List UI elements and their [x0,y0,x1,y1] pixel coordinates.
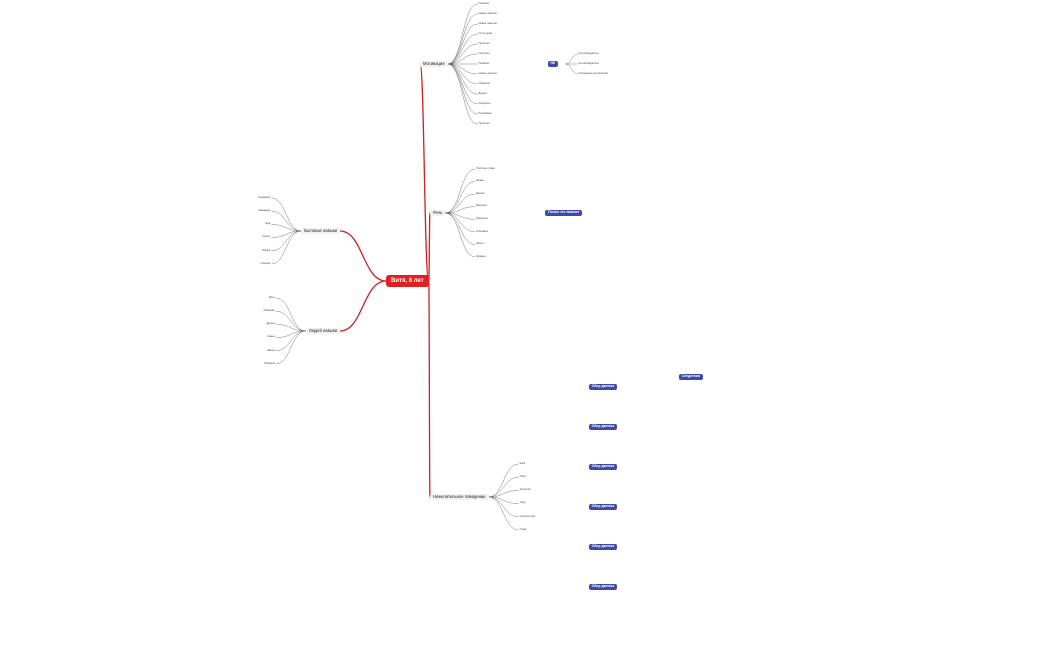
child-node: Стереотипии [519,514,536,518]
tag-pill: Понял что лишнее [545,210,583,216]
child-node: Друзья [266,322,275,326]
child-connector [445,193,476,214]
branch-connector-4 [339,280,387,332]
child-connector [447,63,478,105]
tag-connector [565,63,578,75]
branch-connector-1 [419,63,430,282]
child-node: Туалет [262,235,271,239]
child-connector [445,212,476,245]
child-connector [271,211,302,232]
data-collection-pill: Обор данных [588,464,618,470]
child-node: Диалог [476,191,485,195]
branch-connector-2 [428,212,431,282]
child-node: Интересы [478,101,491,105]
branch-connector-3 [339,230,387,282]
child-node: Пересказ [476,216,488,220]
child-node: Новые занятия [478,21,497,25]
child-node: Отказ [519,527,527,531]
child-node: Агрессия [519,488,531,492]
tag-item: Не наблюдалось [578,51,599,55]
child-node: Прогулки [478,121,490,125]
data-collection-pill: Обор данных [588,544,618,550]
child-node: Описание [476,229,489,233]
child-node: Одевание [258,195,271,199]
child-connector [271,230,302,265]
branch-connector-5 [428,280,431,498]
child-connector [271,224,302,232]
child-node: Правила [264,361,275,365]
tag-connector [565,53,578,65]
child-node: Общение [478,81,490,85]
tag-pill: НЕ [547,61,559,67]
child-node: Уход [519,501,526,505]
child-connector [447,63,478,85]
extra-pill: Следствия [678,374,703,380]
data-collection-pill: Обор данных [588,424,618,430]
child-connector [488,496,519,531]
root-node: Витя, 8 лет [386,275,429,287]
child-node: Школа [266,348,275,352]
child-connector [445,212,476,258]
branch-node-1: Мотивация [420,60,448,68]
child-connector [447,23,478,65]
child-connector [445,181,476,214]
child-connector [447,63,478,115]
child-node: Простые слова [476,166,495,170]
branch-node-3: Бытовые навыки [301,227,340,235]
child-node: Крик [519,461,526,465]
branch-node-4: Людей навыки [305,327,340,335]
child-node: Умывание [257,208,271,212]
child-node: Семья [267,335,275,339]
child-node: Новые занятия [478,11,497,15]
child-connector [447,43,478,65]
child-node: Плач [519,474,526,478]
child-node: Прогулки [478,51,490,55]
child-connector [488,463,519,498]
child-node: Гости дома [478,31,493,35]
child-node: Фразы [476,179,485,183]
tag-item: Не наблюдалось [578,61,599,65]
child-node: Еда [265,222,271,226]
child-connector [275,311,306,332]
child-node: Похвала [478,61,489,65]
child-connector [275,297,306,332]
child-connector [271,197,302,232]
child-connector [445,206,476,214]
data-collection-pill: Обор данных [588,504,618,510]
data-collection-pill: Обор данных [588,584,618,590]
child-connector [447,3,478,65]
child-node: Новые занятия [478,71,497,75]
child-node: Жесты [476,242,485,246]
child-node: Рисование [478,111,492,115]
child-node: Похвала [478,1,489,5]
child-node: Мимика [476,254,486,258]
branch-node-2: Речь [430,209,446,217]
branch-node-5: Нежелательное поведение [430,493,489,501]
child-node: Игры [268,295,275,299]
child-connector [447,53,478,65]
child-connector [275,330,306,365]
child-node: Уборка [261,248,271,252]
child-node: Покупки [260,261,271,265]
child-connector [488,477,519,498]
child-node: Прогулки [478,41,490,45]
child-connector [445,168,476,214]
child-connector [488,490,519,498]
child-connector [447,63,478,125]
data-collection-pill: Обор данных [588,384,618,390]
child-node: Вопросы [476,204,487,208]
child-node: Друзья [478,91,487,95]
tag-item: Поощрение достижений [578,71,608,75]
child-connector [275,324,306,332]
child-node: Общение [263,308,275,312]
child-connector [447,13,478,65]
